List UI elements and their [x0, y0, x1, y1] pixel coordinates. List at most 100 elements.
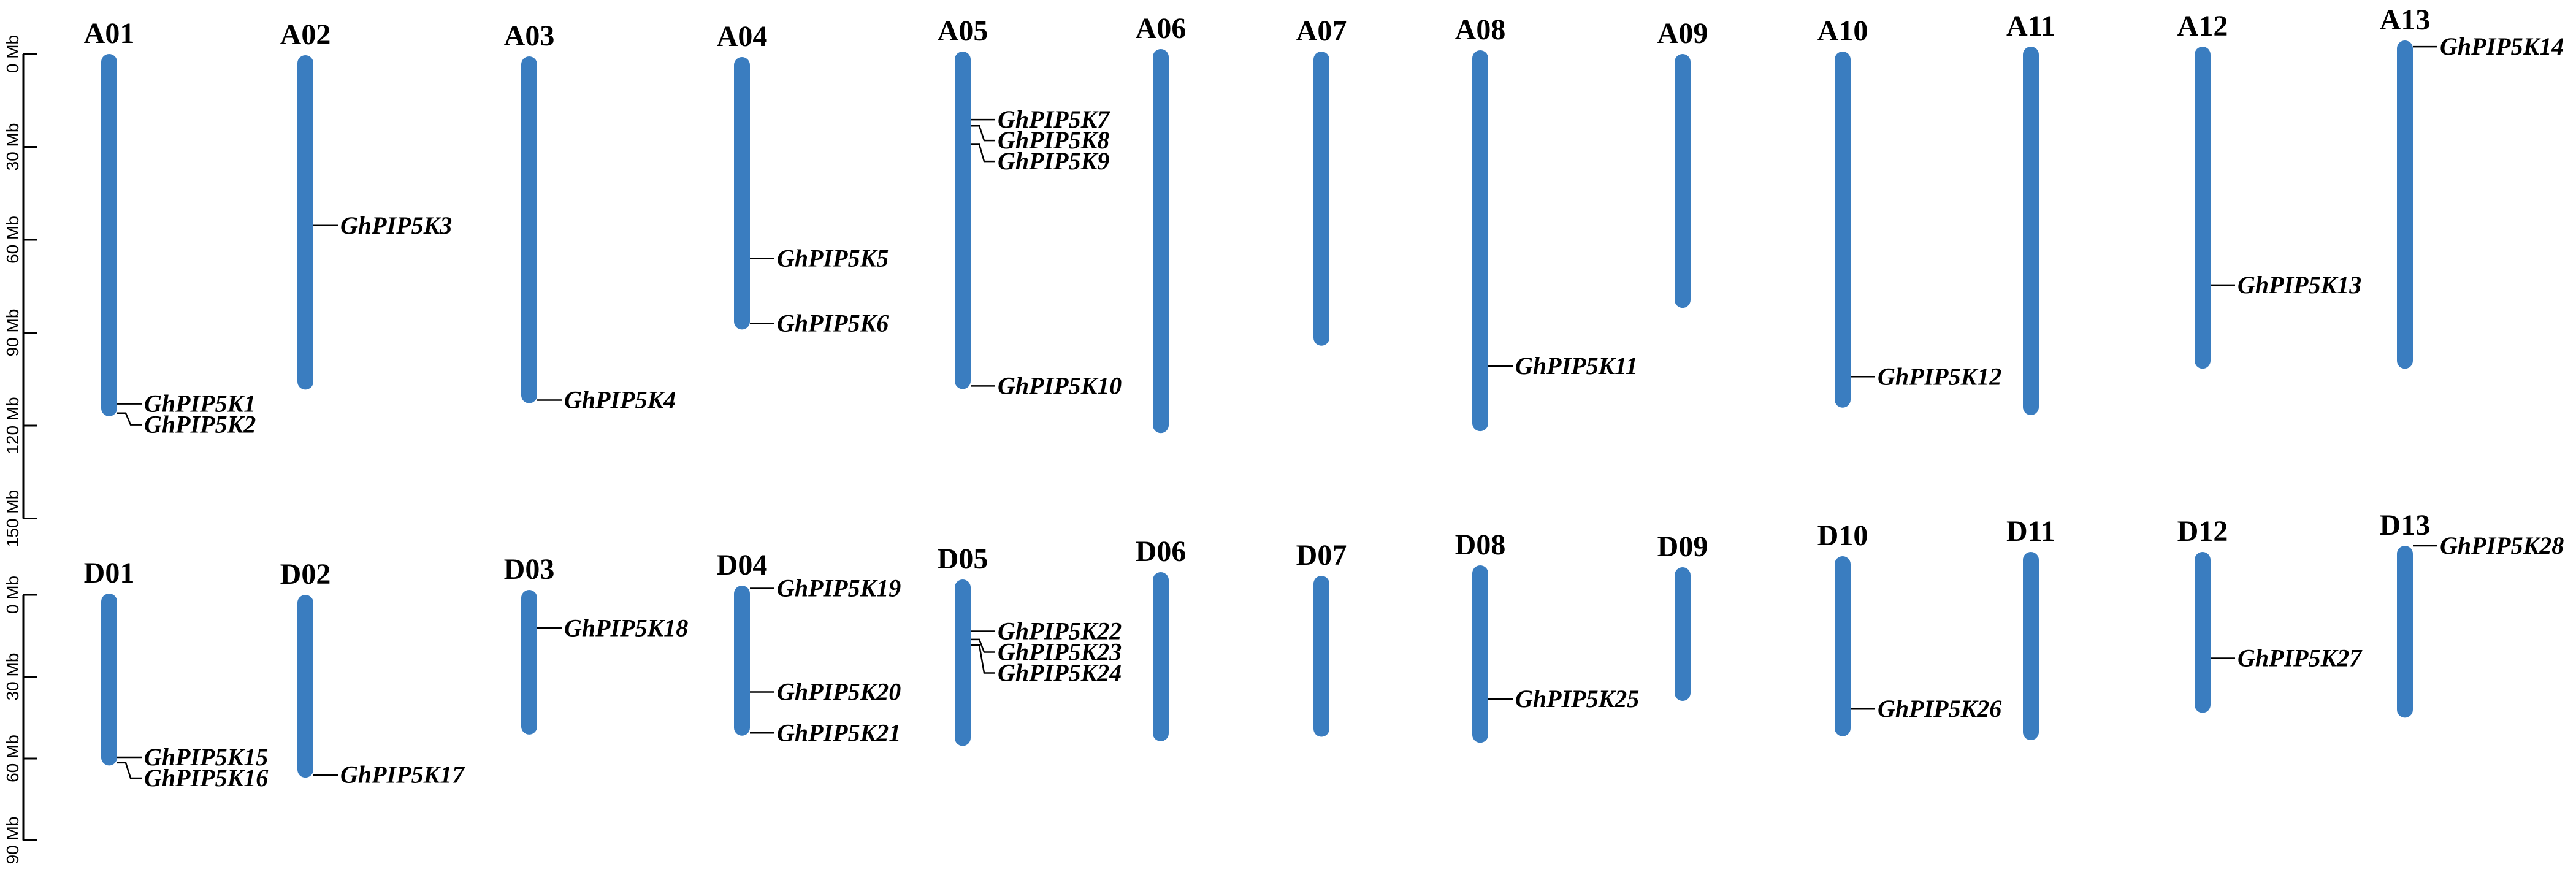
gene-marker: GhPIP5K8 [971, 124, 1109, 154]
gene-marker: GhPIP5K2 [117, 411, 256, 438]
scale-tick-label: 0 Mb [3, 35, 22, 73]
scale-tick-label: 30 Mb [3, 123, 22, 171]
gene-label: GhPIP5K3 [340, 212, 452, 239]
chromosome-bar [1153, 572, 1169, 741]
chromosome-bar [734, 586, 750, 736]
chromosome-bar [2195, 552, 2211, 713]
chromosome-bar [734, 57, 750, 330]
chromosome-bar [1153, 49, 1169, 434]
chromosome-bar [2195, 47, 2211, 369]
gene-label: GhPIP5K6 [777, 309, 889, 337]
chromosome-label: D10 [1817, 519, 1868, 552]
gene-marker: GhPIP5K22 [971, 618, 1122, 645]
gene-label: GhPIP5K18 [564, 614, 688, 641]
gene-leader-line [117, 412, 142, 426]
chromosome-bar [2397, 40, 2413, 369]
scale-tick-label: 30 Mb [3, 653, 22, 701]
gene-marker: GhPIP5K24 [971, 644, 1122, 687]
gene-marker: GhPIP5K27 [2211, 644, 2363, 672]
chromosome-label: A11 [2006, 10, 2055, 42]
gene-label: GhPIP5K21 [777, 719, 901, 746]
chromosome-A06: A06 [1136, 12, 1186, 434]
chromosome-D11: D11 [2006, 515, 2055, 741]
gene-label: GhPIP5K5 [777, 244, 889, 272]
chromosome-label: D07 [1296, 539, 1347, 572]
chromosome-A07: A07 [1296, 15, 1347, 346]
gene-label: GhPIP5K26 [1878, 695, 2001, 722]
chromosome-label: A10 [1817, 15, 1868, 47]
chromosome-label: D01 [84, 557, 135, 589]
gene-leader-line [971, 143, 995, 163]
chromosome-label: A12 [2177, 10, 2228, 42]
gene-marker: GhPIP5K28 [2413, 532, 2564, 559]
gene-label: GhPIP5K22 [998, 618, 1122, 645]
gene-leader-line [117, 762, 142, 779]
gene-marker: GhPIP5K25 [1488, 685, 1639, 713]
gene-label: GhPIP5K9 [998, 147, 1109, 175]
gene-marker: GhPIP5K7 [971, 105, 1110, 133]
gene-label: GhPIP5K10 [998, 372, 1122, 399]
gene-label: GhPIP5K28 [2440, 532, 2564, 559]
chromosome-bar [101, 594, 117, 766]
gene-label: GhPIP5K13 [2238, 271, 2361, 299]
chromosome-label: D06 [1136, 535, 1187, 568]
gene-marker: GhPIP5K19 [750, 574, 901, 602]
gene-label: GhPIP5K11 [1515, 352, 1638, 380]
chromosome-label: D08 [1455, 529, 1506, 561]
gene-label: GhPIP5K16 [144, 764, 268, 792]
gene-marker: GhPIP5K1 [117, 390, 256, 418]
gene-label: GhPIP5K27 [2238, 644, 2363, 672]
gene-marker: GhPIP5K21 [750, 719, 901, 746]
scale-tick-label: 90 Mb [3, 817, 22, 865]
gene-leader-line [971, 638, 995, 653]
gene-label: GhPIP5K2 [144, 411, 256, 438]
scale-tick-label: 90 Mb [3, 309, 22, 357]
chromosome-A11: A11 [2006, 10, 2055, 415]
chromosome-label: A02 [280, 18, 331, 51]
gene-marker: GhPIP5K4 [537, 386, 676, 414]
chromosome-label: A05 [938, 15, 988, 47]
chromosome-bar [521, 56, 537, 403]
gene-marker: GhPIP5K13 [2211, 271, 2361, 299]
scale-tick-label: 60 Mb [3, 216, 22, 264]
chromosome-bar [2023, 552, 2039, 741]
gene-marker: GhPIP5K5 [750, 244, 889, 272]
gene-marker: GhPIP5K3 [313, 212, 452, 239]
gene-marker: GhPIP5K17 [313, 761, 465, 789]
chromosome-label: D11 [2006, 515, 2055, 548]
chromosome-bar [2023, 47, 2039, 415]
chromosome-bar [1675, 54, 1691, 308]
gene-label: GhPIP5K8 [998, 126, 1109, 154]
gene-label: GhPIP5K14 [2440, 33, 2564, 60]
chromosome-bar [955, 52, 971, 389]
gene-marker: GhPIP5K16 [117, 762, 268, 792]
chromosome-A09: A09 [1657, 17, 1708, 308]
scale-tick-label: 60 Mb [3, 735, 22, 782]
gene-leader-line [971, 644, 995, 674]
chromosome-label: A13 [2380, 4, 2431, 36]
chromosome-D09: D09 [1657, 530, 1708, 702]
chromosome-label: D04 [717, 549, 768, 581]
chromosome-label: A08 [1455, 13, 1506, 46]
chromosome-label: D09 [1657, 530, 1708, 563]
chromosome-label: A01 [84, 17, 135, 50]
gene-label: GhPIP5K24 [998, 659, 1122, 687]
chromosome-label: D02 [280, 558, 331, 591]
gene-label: GhPIP5K25 [1515, 685, 1639, 713]
chromosome-bar [297, 595, 313, 778]
gene-leader-line [971, 124, 995, 142]
chromosome-bar [2397, 546, 2413, 718]
gene-marker: GhPIP5K6 [750, 309, 889, 337]
chromosome-label: A09 [1657, 17, 1708, 50]
